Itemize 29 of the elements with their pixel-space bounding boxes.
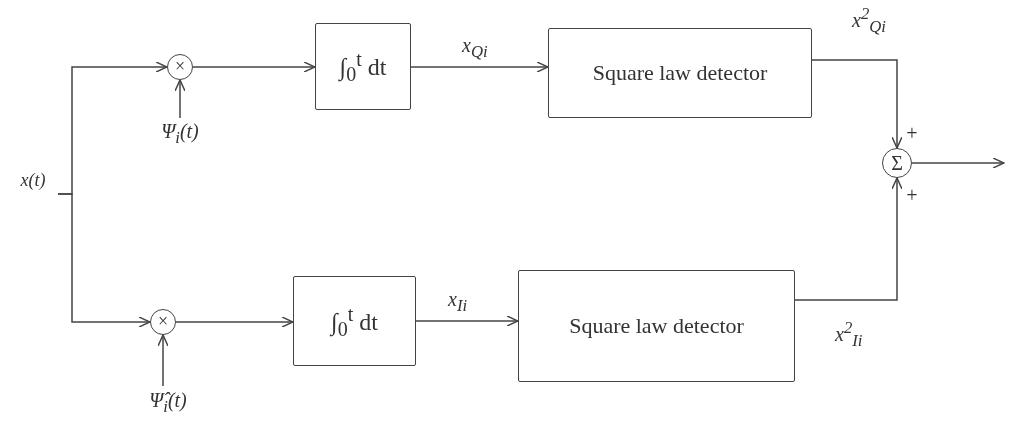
arrow <box>811 59 903 149</box>
signal-label: + <box>905 184 919 207</box>
arrow <box>174 79 186 119</box>
arrow <box>157 334 169 387</box>
block-text: Σ <box>891 151 903 175</box>
block-text: ∫$_{0}$$^{t}$ dt <box>331 301 378 341</box>
signal-label: x(t) <box>8 168 58 194</box>
signal-label: + <box>905 122 919 145</box>
multiplier-circle <box>150 309 176 335</box>
block-text: × <box>174 56 186 78</box>
integrator-box <box>293 276 416 366</box>
multiplier-circle <box>167 54 193 80</box>
arrow <box>911 157 1005 169</box>
integrator-box <box>315 23 411 110</box>
summer-circle <box>882 148 912 178</box>
detector-box <box>548 28 812 118</box>
arrow <box>175 316 294 328</box>
block-text: ∫$_{0}$$^{t}$ dt <box>339 47 387 86</box>
arrow <box>794 177 903 301</box>
block-text: Square law detector <box>592 59 768 87</box>
arrow <box>415 315 519 327</box>
arrow <box>192 61 316 73</box>
arrow <box>57 193 151 328</box>
block-text: Square law detector <box>569 312 744 340</box>
signal-label: Ψ̂$_{i}$(t) <box>128 386 208 418</box>
block-text: × <box>157 311 169 333</box>
detector-box <box>518 270 795 382</box>
arrow <box>410 61 549 73</box>
signal-label: Ψ$_{i}$(t) <box>140 118 220 148</box>
